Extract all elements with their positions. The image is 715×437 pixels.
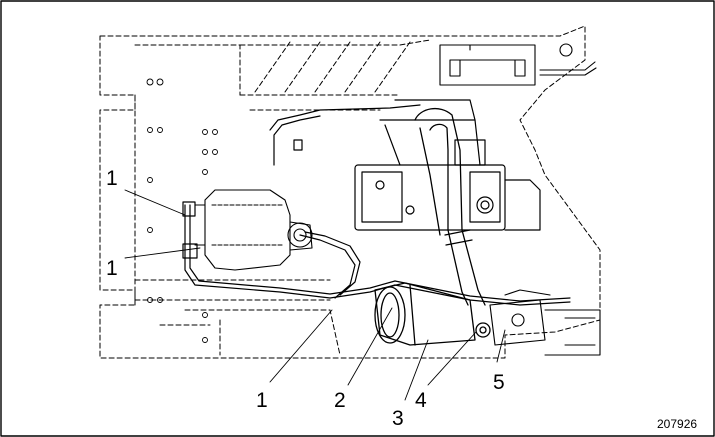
engine-block — [354, 99, 541, 231]
intake-hose — [414, 107, 486, 306]
callout-4: 4 — [415, 389, 427, 412]
air-cleaner — [374, 282, 491, 346]
frame-holes — [146, 78, 218, 343]
chassis-frame — [99, 25, 601, 359]
wiring-harness — [182, 104, 571, 306]
right-component — [489, 289, 601, 356]
callout-2: 2 — [334, 389, 346, 412]
figure-id: 207926 — [657, 417, 698, 431]
reservoir-tank — [194, 189, 313, 271]
upper-bracket — [439, 43, 597, 86]
frame-slats — [254, 41, 411, 93]
callout-3: 3 — [392, 407, 404, 430]
callout-5: 5 — [493, 371, 505, 394]
leader-lines — [124, 189, 506, 401]
callout-1-middle: 1 — [106, 257, 118, 280]
callout-1-top: 1 — [106, 167, 118, 190]
callout-1-bottom: 1 — [256, 389, 268, 412]
